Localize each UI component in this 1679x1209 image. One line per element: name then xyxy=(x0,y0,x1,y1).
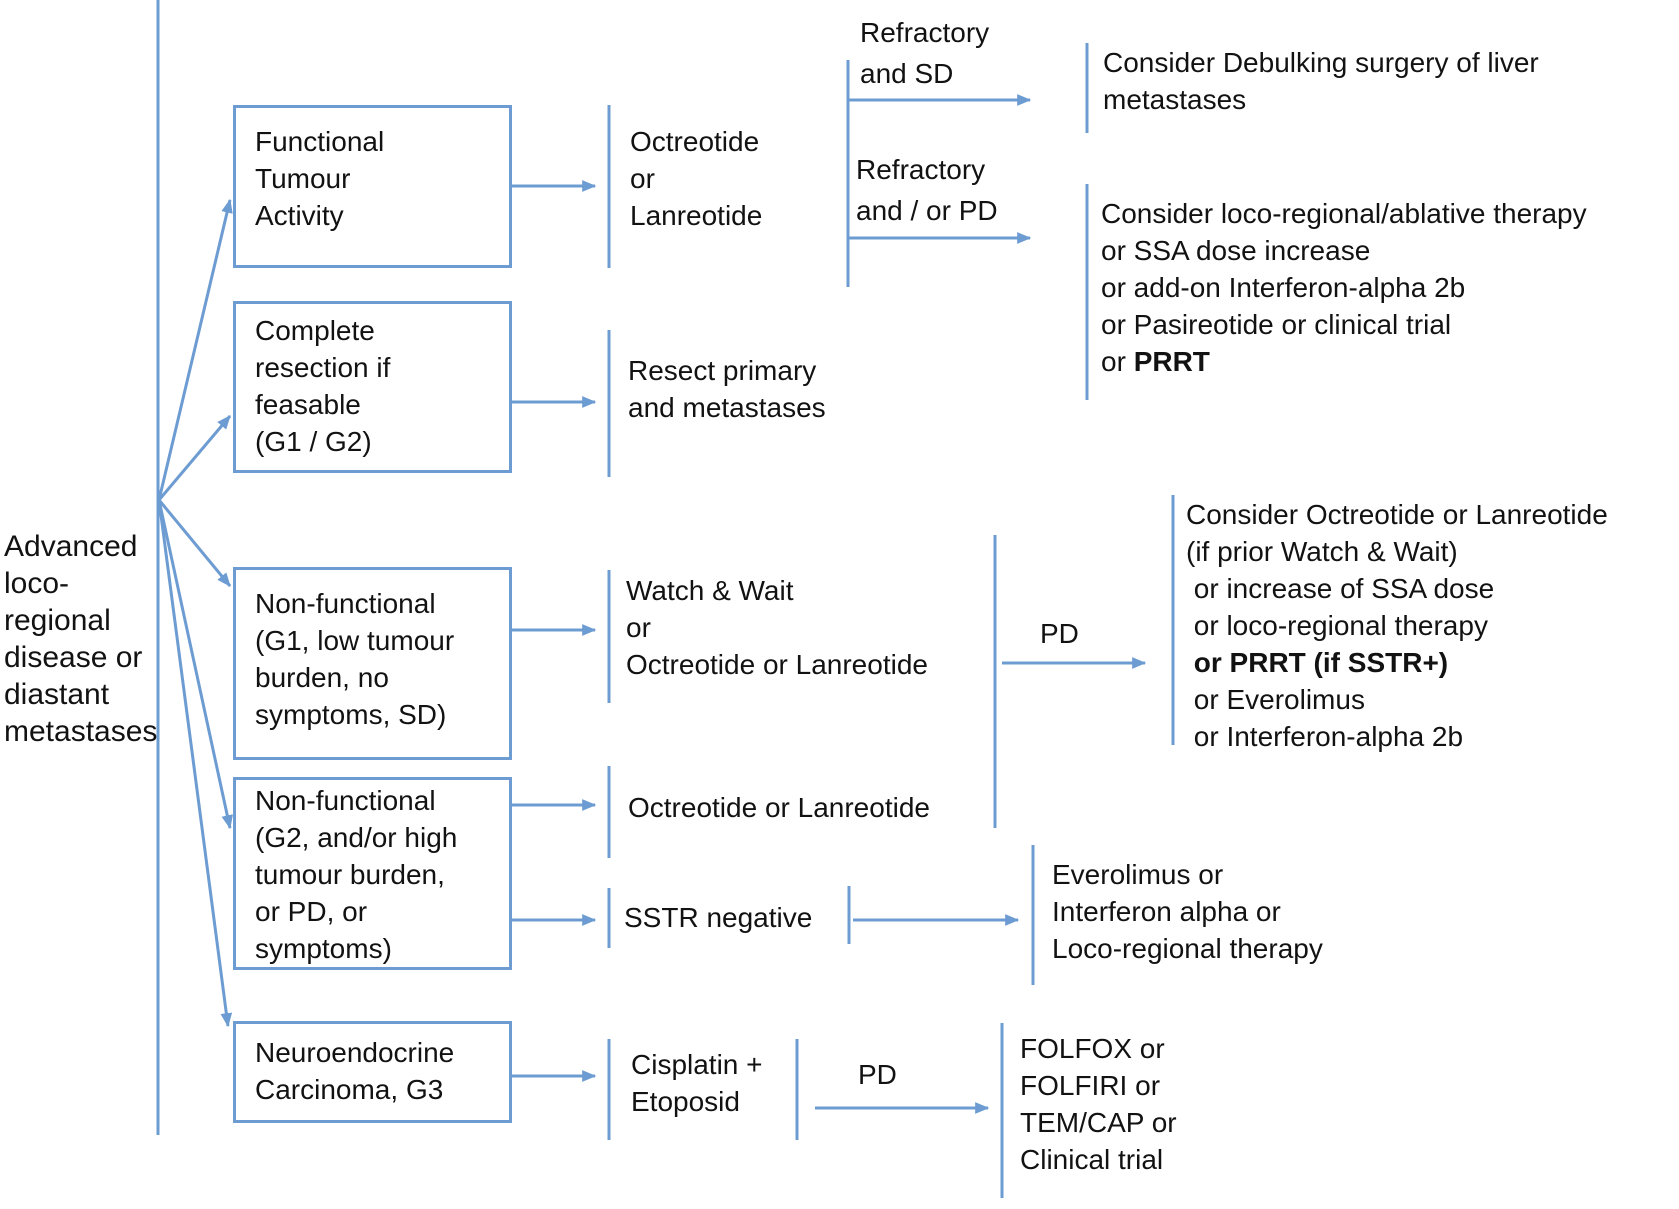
box-functional-label: Functional Tumour Activity xyxy=(255,126,385,231)
treatment-cisplatin-etoposid: Cisplatin + Etoposid xyxy=(631,1049,763,1117)
label-refractory-sd: Refractory and SD xyxy=(860,17,990,89)
box-nec-g3: Neuroendocrine Carcinoma, G3 xyxy=(233,1021,512,1123)
box-nec-g3-label: Neuroendocrine Carcinoma, G3 xyxy=(255,1037,455,1105)
label-pd-g3: PD xyxy=(858,1059,897,1090)
box-nonfunctional-g1-label: Non-functional (G1, low tumour burden, n… xyxy=(255,588,455,730)
arrow-to-nec-g3 xyxy=(157,499,233,1028)
condition-sstr-negative: SSTR negative xyxy=(624,902,813,933)
outcome-debulking: Consider Debulking surgery of liver meta… xyxy=(1103,47,1539,115)
box-complete-resection: Complete resection if feasable (G1 / G2) xyxy=(233,301,512,473)
outcome-g3-chemo: FOLFOX or FOLFIRI or TEM/CAP or Clinical… xyxy=(1020,1033,1177,1175)
box-resection-label: Complete resection if feasable (G1 / G2) xyxy=(255,315,391,457)
treatment-resect: Resect primary and metastases xyxy=(628,355,826,423)
treatment-ssa-functional: Octreotide or Lanreotide xyxy=(630,126,763,231)
arrow-to-resection xyxy=(157,415,232,501)
outcome-pd-list-tail: or Everolimus or Interferon-alpha 2b xyxy=(1193,684,1464,752)
box-nonfunctional-g1: Non-functional (G1, low tumour burden, n… xyxy=(233,567,512,760)
box-nonfunctional-g2: Non-functional (G2, and/or high tumour b… xyxy=(233,777,512,970)
box-nonfunctional-g2-label: Non-functional (G2, and/or high tumour b… xyxy=(255,785,458,964)
locoregional-prrt-text: PRRT xyxy=(1133,346,1210,377)
arrow-to-nonfunctional-g1 xyxy=(157,499,232,587)
treatment-watch-wait: Watch & Wait or Octreotide or Lanreotide xyxy=(626,575,928,680)
label-refractory-pd: Refractory and / or PD xyxy=(856,154,998,226)
outcome-pd-list-head: Consider Octreotide or Lanreotide (if pr… xyxy=(1186,499,1608,641)
locoregional-or-text: or xyxy=(1101,346,1134,377)
box-functional-tumour-activity: Functional Tumour Activity xyxy=(233,105,512,268)
root-label: Advanced loco- regional disease or diast… xyxy=(4,530,158,748)
outcome-sstr-negative: Everolimus or Interferon alpha or Loco-r… xyxy=(1052,859,1323,964)
outcome-pd-list-prrt: or PRRT (if SSTR+) xyxy=(1186,647,1449,678)
treatment-ssa-g2: Octreotide or Lanreotide xyxy=(628,792,930,823)
outcome-locoregional-list: Consider loco-regional/ablative therapy … xyxy=(1101,198,1587,340)
arrow-to-nonfunctional-g2 xyxy=(157,499,233,830)
outcome-locoregional-prrt-line: or PRRT xyxy=(1101,343,1210,380)
label-pd-mid: PD xyxy=(1040,618,1079,649)
arrow-to-functional xyxy=(157,198,233,501)
